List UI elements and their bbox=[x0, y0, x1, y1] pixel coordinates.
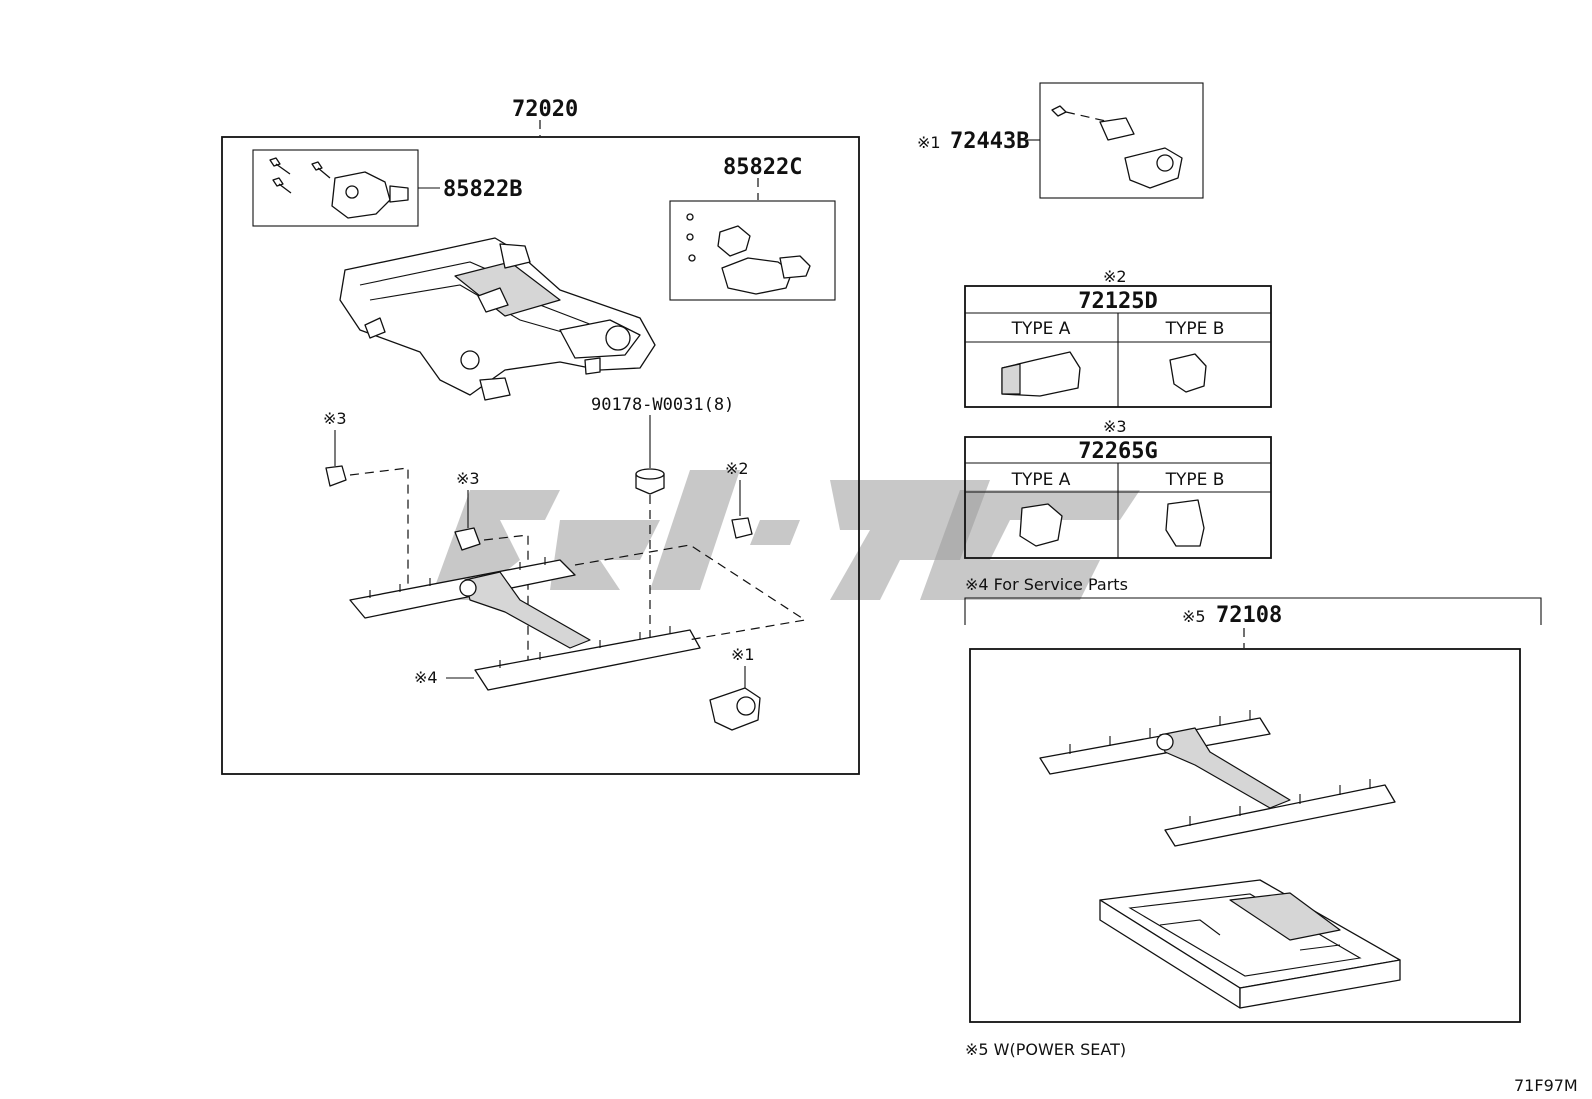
note-1: ※1 bbox=[731, 645, 755, 664]
guide-line bbox=[574, 544, 807, 641]
note-1-top: ※1 bbox=[917, 133, 941, 152]
clip-icon bbox=[454, 527, 481, 551]
motor-85822b-group: 85822B bbox=[252, 149, 522, 227]
bolt-icon bbox=[688, 254, 696, 262]
seat-track-illustration bbox=[349, 557, 701, 691]
clip-icon bbox=[325, 465, 347, 487]
guide-line bbox=[349, 467, 409, 600]
nut-icon-top bbox=[635, 468, 665, 480]
table-72125d: ※2 72125D TYPE A TYPE B bbox=[964, 267, 1272, 408]
note-3-left: ※3 bbox=[323, 409, 347, 428]
service-tray-illustration bbox=[1099, 879, 1401, 1009]
service-track-illustration bbox=[1039, 710, 1396, 847]
table-72265g-type-b: TYPE B bbox=[1165, 470, 1225, 490]
cover-icon-hole bbox=[1156, 154, 1174, 172]
motor-icon bbox=[779, 255, 811, 279]
seat-frame-illustration bbox=[339, 237, 656, 401]
cover-72443b-box bbox=[1039, 82, 1204, 199]
clip-type-a-icon-face bbox=[1001, 363, 1021, 395]
service-footnote: ※5 W(POWER SEAT) bbox=[965, 1040, 1126, 1059]
screw-icon bbox=[269, 157, 331, 194]
motor-icon bbox=[331, 171, 409, 219]
note-3-mid: ※3 bbox=[456, 469, 480, 488]
label-72020: 72020 bbox=[512, 97, 578, 122]
table-72125d-part: 72125D bbox=[1078, 289, 1157, 314]
frame-assembly-box bbox=[221, 136, 860, 775]
bolt-icon bbox=[686, 213, 694, 221]
service-note: ※4 For Service Parts bbox=[965, 575, 1128, 594]
label-72108: 72108 bbox=[1216, 603, 1282, 628]
cover-icon-hole bbox=[736, 696, 756, 716]
clip-type-a-icon bbox=[1019, 503, 1063, 547]
watermark-logo bbox=[430, 470, 1140, 600]
table-72265g: ※3 72265G TYPE A TYPE B bbox=[964, 417, 1272, 559]
clip-type-b-icon bbox=[1169, 353, 1207, 393]
bolt-icon bbox=[686, 233, 694, 241]
label-nut: 90178-W0031(8) bbox=[591, 395, 734, 415]
cover-icon bbox=[1124, 147, 1183, 189]
table-72125d-note: ※2 bbox=[1103, 267, 1127, 286]
table-72125d-type-b: TYPE B bbox=[1165, 319, 1225, 339]
label-85822c: 85822C bbox=[723, 155, 802, 180]
motor-85822c-box bbox=[669, 200, 836, 301]
guide-line bbox=[1065, 111, 1111, 123]
table-72265g-note: ※3 bbox=[1103, 417, 1127, 436]
table-72265g-type-a: TYPE A bbox=[1011, 470, 1071, 490]
note-4: ※4 bbox=[414, 668, 438, 687]
bracket-icon bbox=[717, 225, 751, 257]
table-72265g-part: 72265G bbox=[1078, 439, 1157, 464]
service-part-note: ※5 bbox=[1182, 607, 1206, 626]
bolt-icon bbox=[1051, 105, 1067, 117]
clip-type-b-icon bbox=[1165, 499, 1205, 547]
clip-icon bbox=[731, 517, 753, 539]
label-72443b: 72443B bbox=[950, 129, 1029, 154]
bracket-icon bbox=[1099, 117, 1135, 141]
footer-code: 71F97M bbox=[1514, 1076, 1578, 1095]
table-72125d-type-a: TYPE A bbox=[1011, 319, 1071, 339]
service-72108-box bbox=[969, 648, 1521, 1023]
motor-85822c-group: 85822C bbox=[669, 155, 836, 301]
service-bracket bbox=[964, 597, 1542, 625]
label-85822b: 85822B bbox=[443, 177, 522, 202]
note-2-left: ※2 bbox=[725, 459, 749, 478]
motor-icon bbox=[721, 257, 793, 295]
